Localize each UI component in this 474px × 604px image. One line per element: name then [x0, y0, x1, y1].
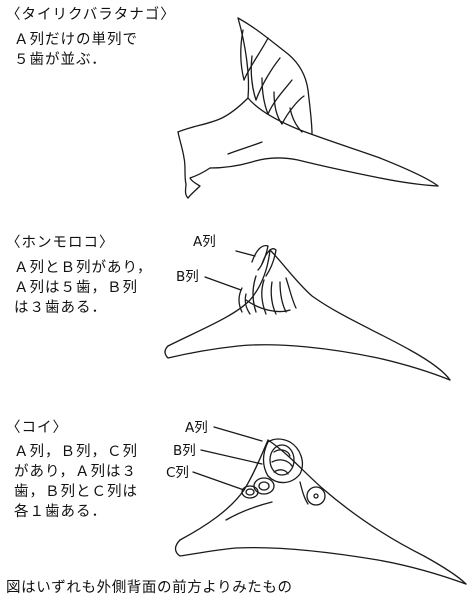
carp-pharyngeal-bone-drawing — [176, 427, 467, 584]
bitterling-pharyngeal-bone-drawing — [178, 18, 438, 198]
honmoroko-pharyngeal-bone-drawing — [165, 246, 450, 380]
